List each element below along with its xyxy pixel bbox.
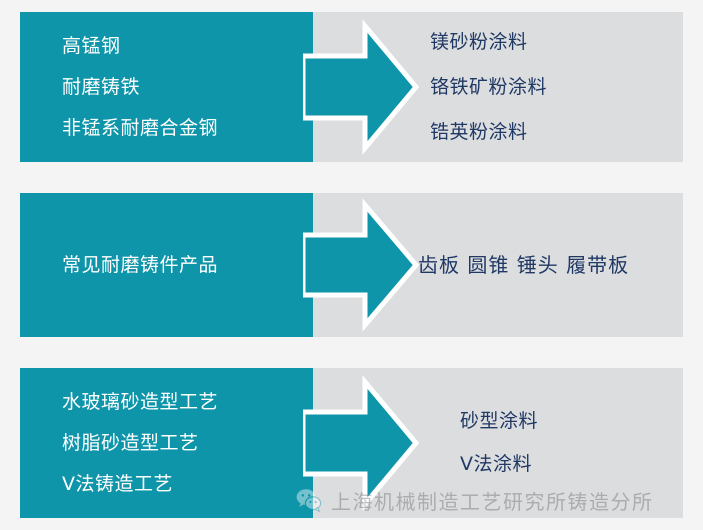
wechat-icon: [296, 487, 322, 513]
watermark-text: 上海机械制造工艺研究所铸造分所: [331, 489, 654, 514]
list-item: 水玻璃砂造型工艺: [62, 390, 219, 413]
list-item: 铬铁矿粉涂料: [430, 75, 548, 98]
row-processes-input-list: 水玻璃砂造型工艺 树脂砂造型工艺 V法铸造工艺: [62, 368, 312, 518]
teal-input-panel: [20, 368, 313, 518]
row-processes-output-list: 砂型涂料 V法涂料: [460, 368, 673, 518]
teal-input-panel: [20, 12, 313, 162]
watermark: 上海机械制造工艺研究所铸造分所: [296, 482, 654, 518]
process-row-products: 常见耐磨铸件产品 齿板 圆锥 锤头 履带板: [20, 193, 683, 337]
row-materials-output-list: 镁砂粉涂料 铬铁矿粉涂料 锆英粉涂料: [430, 12, 673, 162]
row-products-output-list: 齿板 圆锥 锤头 履带板: [418, 193, 673, 337]
list-item: 镁砂粉涂料: [430, 30, 528, 53]
list-item: 树脂砂造型工艺: [62, 431, 199, 454]
process-row-materials: 高锰钢 耐磨铸铁 非锰系耐磨合金钢 镁砂粉涂料 铬铁矿粉涂料 锆英粉涂料: [20, 12, 683, 162]
list-item: V法铸造工艺: [62, 472, 173, 495]
list-item: 高锰钢: [62, 34, 121, 57]
list-item: V法涂料: [460, 453, 532, 475]
list-item: 齿板 圆锥 锤头 履带板: [418, 253, 630, 277]
list-item: 耐磨铸铁: [62, 75, 141, 98]
list-item: 非锰系耐磨合金钢: [62, 116, 219, 139]
row-materials-input-list: 高锰钢 耐磨铸铁 非锰系耐磨合金钢: [62, 12, 312, 162]
list-item: 砂型涂料: [460, 410, 539, 432]
row-products-input-list: 常见耐磨铸件产品: [62, 193, 312, 337]
list-item: 常见耐磨铸件产品: [62, 253, 219, 276]
list-item: 锆英粉涂料: [430, 120, 528, 143]
teal-input-panel: [20, 193, 313, 337]
